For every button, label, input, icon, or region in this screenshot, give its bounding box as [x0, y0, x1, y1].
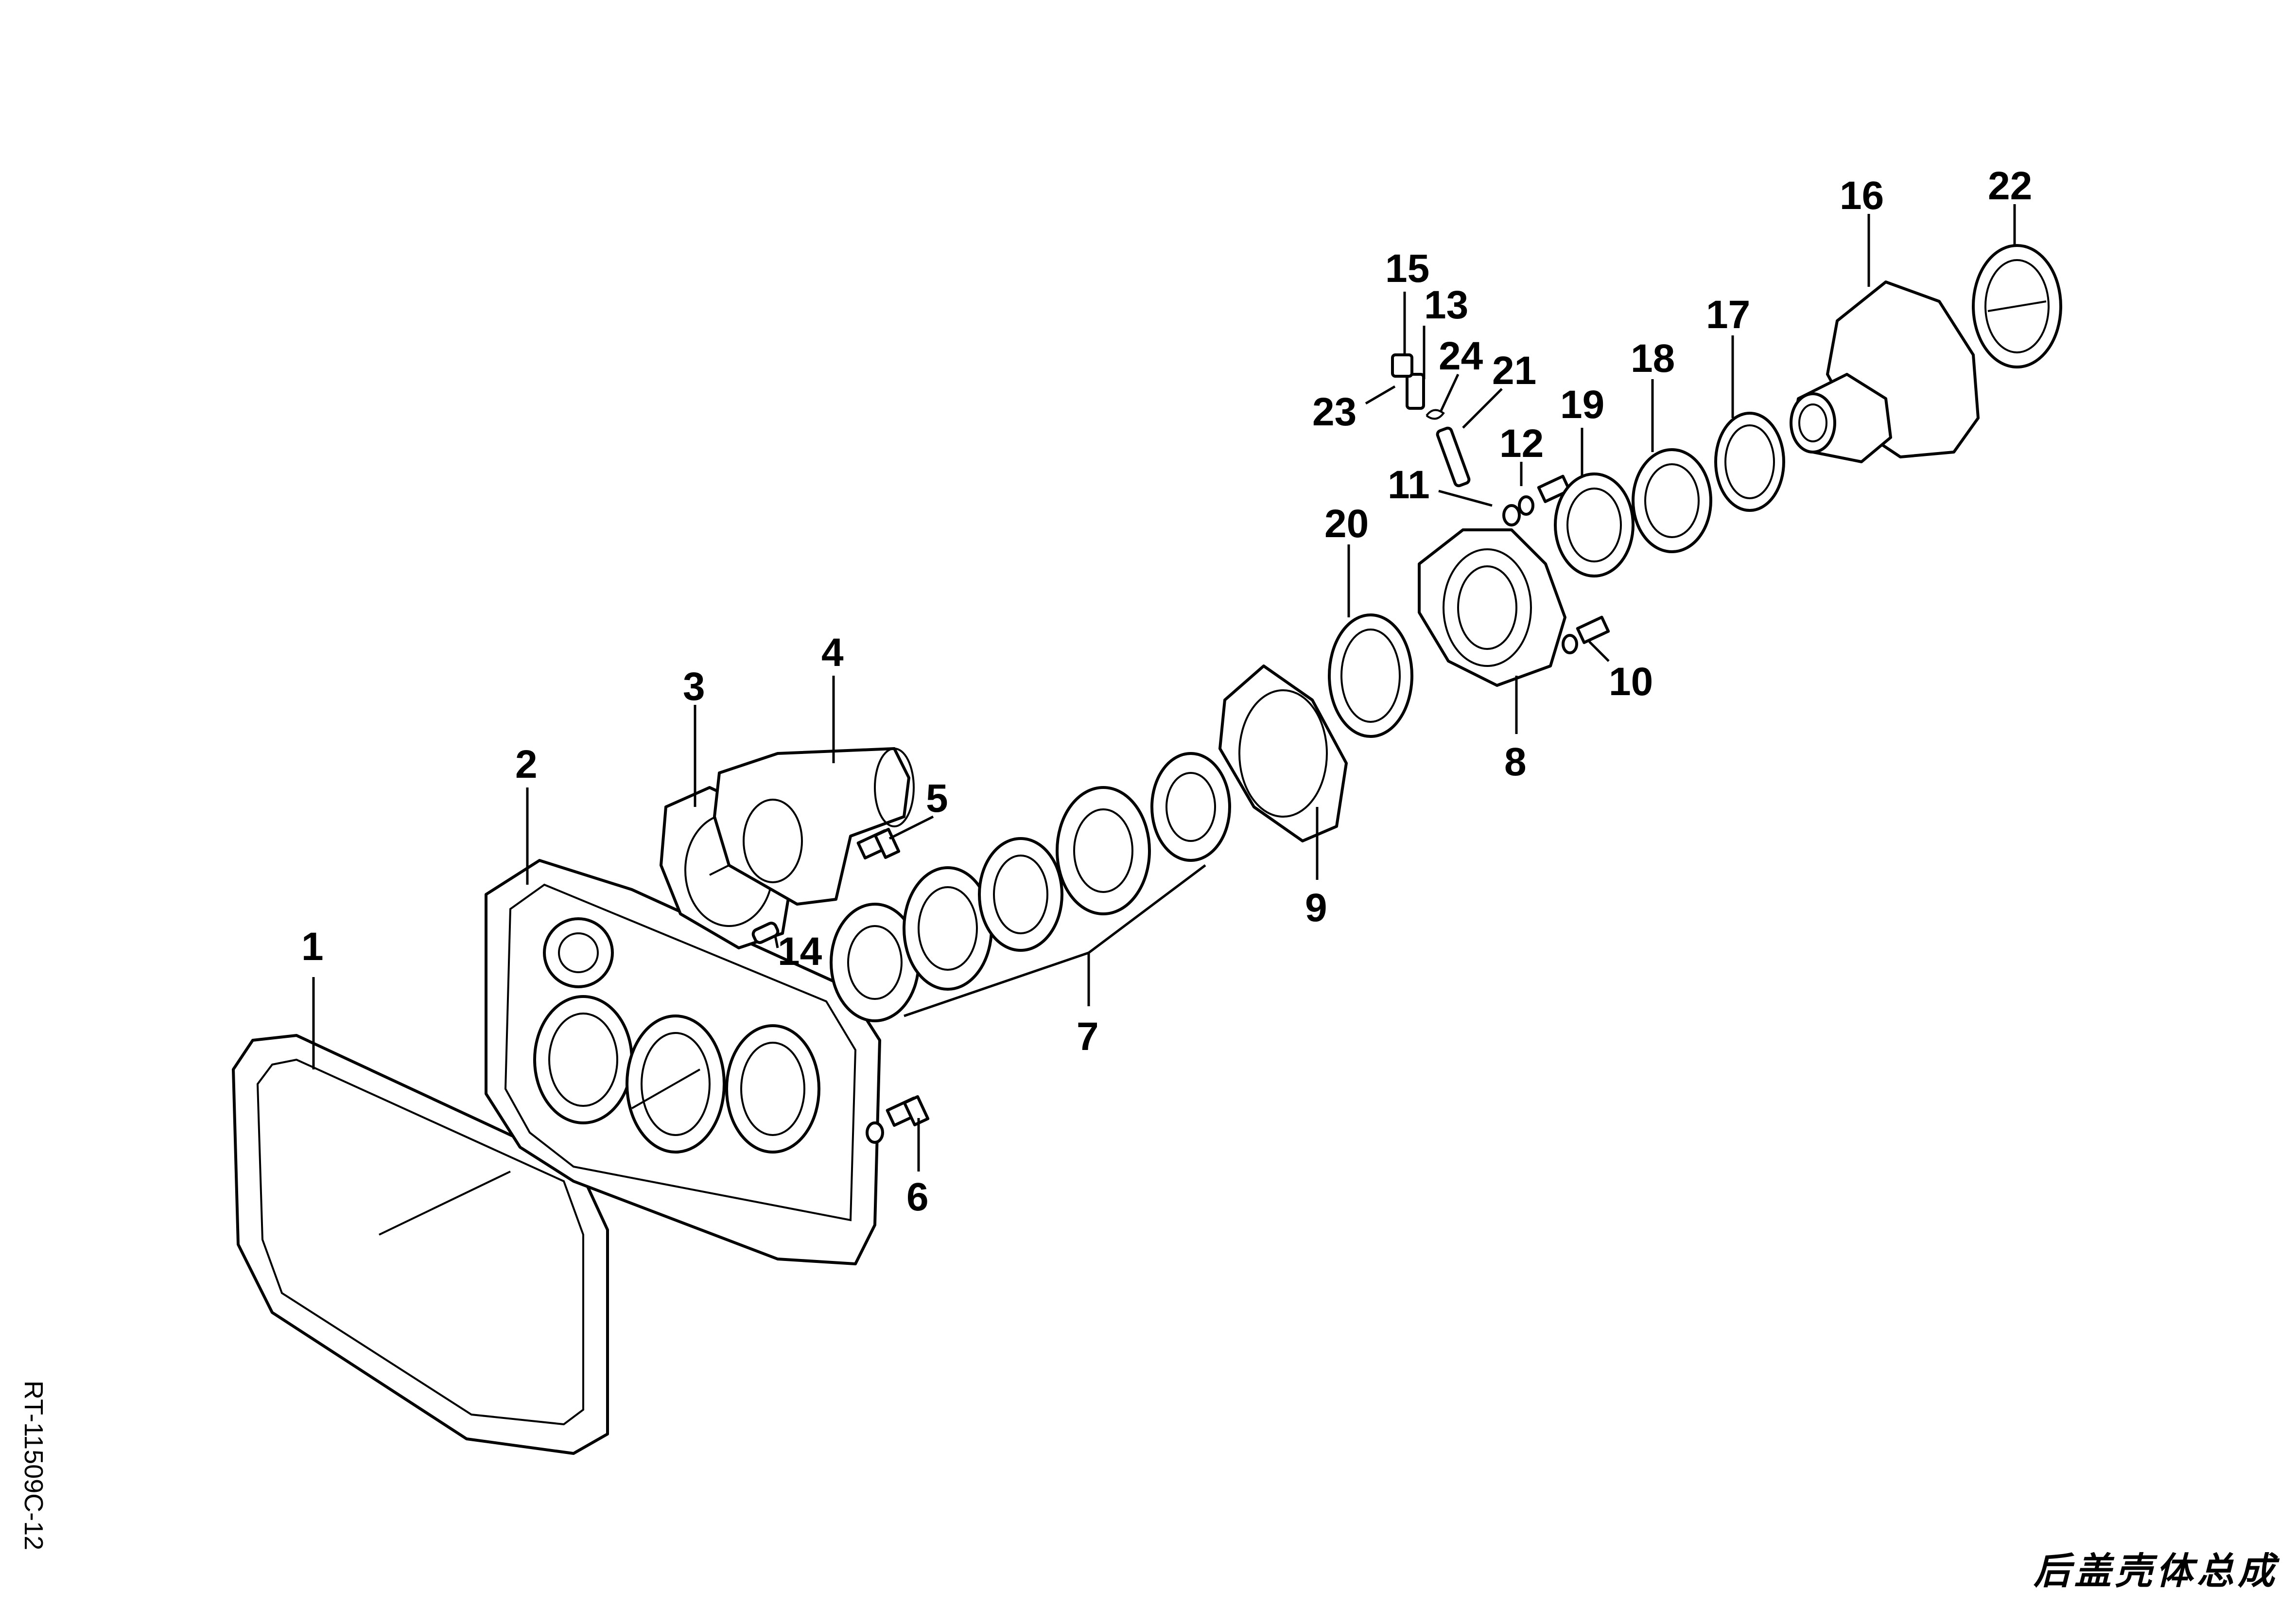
leader-14 — [774, 935, 779, 948]
leader-10 — [1588, 641, 1610, 662]
drawing-title: 后盖壳体总成 — [2034, 1549, 2279, 1592]
part-5-bolt[interactable] — [856, 828, 901, 860]
part-21-valve[interactable] — [1436, 426, 1471, 488]
callout-3: 3 — [683, 665, 705, 709]
callout-4: 4 — [821, 630, 844, 675]
part-9-gasket[interactable] — [1218, 665, 1348, 842]
leader-23 — [1365, 385, 1396, 405]
part-18-spacer[interactable] — [1632, 448, 1712, 553]
part-10-bolt[interactable] — [1562, 615, 1610, 654]
callout-23: 23 — [1312, 390, 1357, 434]
callout-24: 24 — [1439, 334, 1483, 378]
leader-5 — [888, 815, 934, 840]
part-22-dust-cover[interactable] — [1972, 244, 2062, 368]
callout-14: 14 — [778, 929, 822, 974]
leader-lines — [312, 204, 2016, 1172]
callout-1: 1 — [301, 925, 324, 969]
callout-10: 10 — [1609, 660, 1653, 704]
part-6-bolt[interactable] — [866, 1095, 930, 1144]
callout-18: 18 — [1631, 336, 1675, 381]
callouts: 1 2 3 4 5 6 7 8 9 10 11 12 13 14 15 16 1… — [301, 164, 2032, 1219]
drawing-code: RT-11509C-12 — [19, 1381, 48, 1551]
callout-20: 20 — [1324, 502, 1369, 546]
callout-19: 19 — [1560, 383, 1604, 427]
part-24-o-ring[interactable] — [1426, 409, 1445, 420]
part-19-ring[interactable] — [1554, 472, 1635, 577]
part-4-cover[interactable] — [713, 747, 915, 906]
callout-7: 7 — [1077, 1014, 1099, 1059]
leader-21 — [1462, 388, 1503, 429]
callout-21: 21 — [1492, 349, 1536, 393]
part-8-bearing-cover[interactable] — [1418, 528, 1566, 687]
part-2-rear-housing[interactable] — [485, 859, 881, 1265]
callout-17: 17 — [1706, 293, 1750, 337]
callout-2: 2 — [515, 742, 538, 787]
part-12-bolt[interactable] — [1537, 474, 1571, 503]
callout-12: 12 — [1499, 421, 1544, 466]
part-20-ring[interactable] — [1328, 613, 1413, 738]
part-16-output-flange[interactable] — [1790, 280, 1980, 463]
leader-24 — [1440, 373, 1460, 412]
leader-11 — [1438, 490, 1493, 507]
callout-15: 15 — [1385, 246, 1429, 291]
part-13-sensor[interactable] — [1406, 373, 1425, 410]
callout-9: 9 — [1305, 886, 1327, 930]
callout-13: 13 — [1424, 283, 1468, 327]
callout-6: 6 — [906, 1175, 929, 1219]
part-17-seal[interactable] — [1714, 412, 1785, 512]
callout-22: 22 — [1988, 164, 2032, 208]
part-11-washer[interactable] — [1502, 495, 1534, 526]
part-7-bearing-set[interactable] — [830, 752, 1231, 1022]
part-15-plug[interactable] — [1391, 353, 1413, 378]
callout-11: 11 — [1388, 463, 1430, 507]
callout-5: 5 — [926, 776, 948, 821]
part-14-dowel-pin[interactable] — [751, 922, 780, 944]
callout-16: 16 — [1840, 174, 1884, 218]
callout-8: 8 — [1504, 740, 1527, 784]
